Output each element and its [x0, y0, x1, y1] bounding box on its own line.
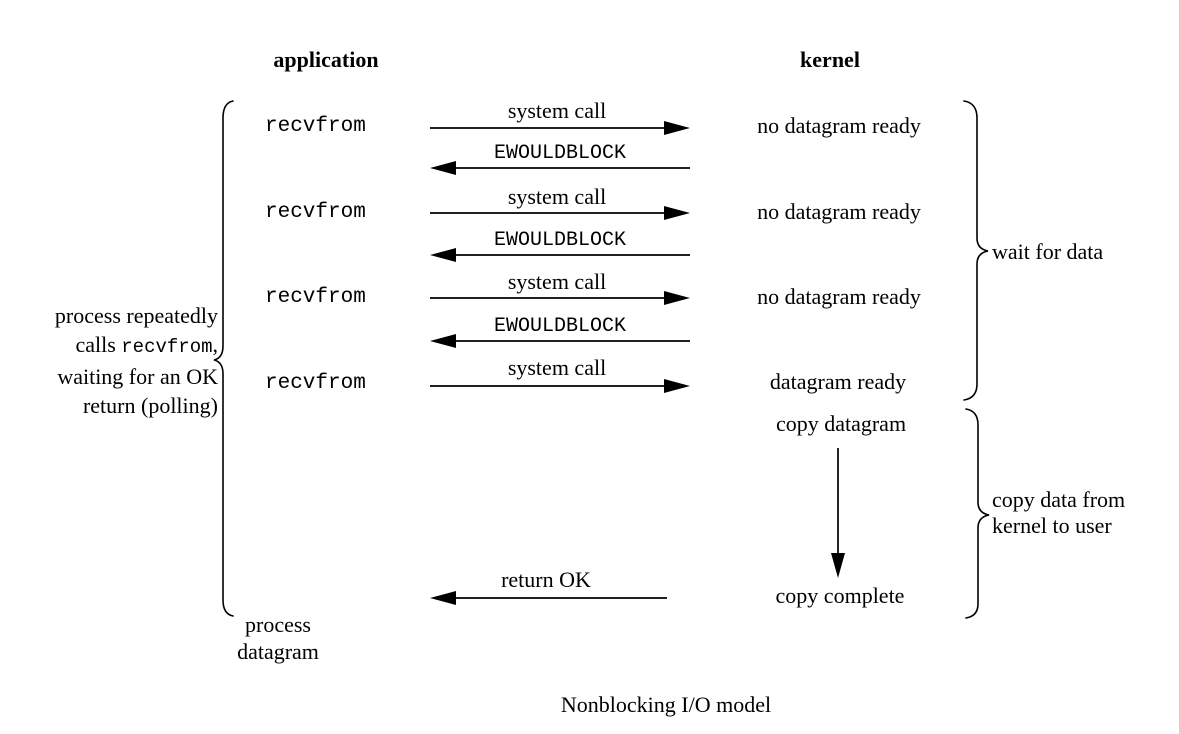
recvfrom-call-4: recvfrom [265, 372, 366, 395]
return-ok-label: return OK [501, 567, 591, 592]
ewouldblock-label-2: EWOULDBLOCK [493, 229, 627, 252]
recvfrom-call-2: recvfrom [265, 201, 366, 224]
arrowhead-right-icon [664, 206, 690, 220]
arrowhead-left-icon [430, 334, 456, 348]
polling-note-line1: process repeatedly [54, 303, 218, 328]
wait-for-data-label: wait for data [992, 239, 1104, 264]
polling-note-line2-prefix: calls [75, 332, 122, 357]
system-call-label-4: system call [507, 355, 607, 380]
copy-data-brace [965, 408, 990, 619]
polling-note-line2-suffix: , [212, 332, 219, 357]
diagram-caption: Nonblocking I/O model [560, 692, 772, 717]
application-column-header: application [273, 47, 379, 72]
arrowhead-left-icon [430, 248, 456, 262]
process-datagram-label: process datagram [237, 611, 319, 665]
copy-data-label-line1: copy data from [992, 487, 1126, 512]
arrowhead-down-icon [831, 553, 845, 578]
ewouldblock-label-3: EWOULDBLOCK [493, 315, 627, 338]
recvfrom-call-1: recvfrom [265, 115, 366, 138]
polling-note-line2: calls recvfrom, [10, 330, 218, 362]
kernel-state-4: datagram ready [769, 369, 907, 394]
polling-note: process repeatedly calls recvfrom, waiti… [10, 301, 218, 420]
copy-complete-label: copy complete [775, 583, 905, 608]
copy-data-label: copy data from kernel to user [992, 487, 1125, 539]
arrowhead-left-icon [430, 591, 456, 605]
polling-note-recvfrom-code: recvfrom [121, 336, 213, 358]
kernel-state-2: no datagram ready [757, 199, 921, 224]
ewouldblock-label-1: EWOULDBLOCK [493, 142, 627, 165]
kernel-state-3: no datagram ready [757, 284, 921, 309]
arrowhead-left-icon [430, 161, 456, 175]
arrowhead-right-icon [664, 121, 690, 135]
system-call-label-1: system call [507, 98, 607, 123]
copy-data-label-line2: kernel to user [992, 513, 1112, 538]
arrowhead-right-icon [664, 291, 690, 305]
polling-note-line4: return (polling) [82, 393, 218, 418]
process-datagram-line2: datagram [237, 639, 319, 664]
copy-datagram-label: copy datagram [775, 411, 907, 436]
wait-for-data-brace [963, 100, 989, 401]
process-datagram-line1: process [245, 612, 311, 637]
polling-note-line3: waiting for an OK [57, 364, 218, 389]
recvfrom-call-3: recvfrom [265, 286, 366, 309]
kernel-state-1: no datagram ready [757, 113, 921, 138]
kernel-column-header: kernel [800, 47, 860, 72]
system-call-label-2: system call [507, 184, 607, 209]
arrowhead-right-icon [664, 379, 690, 393]
system-call-label-3: system call [507, 269, 607, 294]
